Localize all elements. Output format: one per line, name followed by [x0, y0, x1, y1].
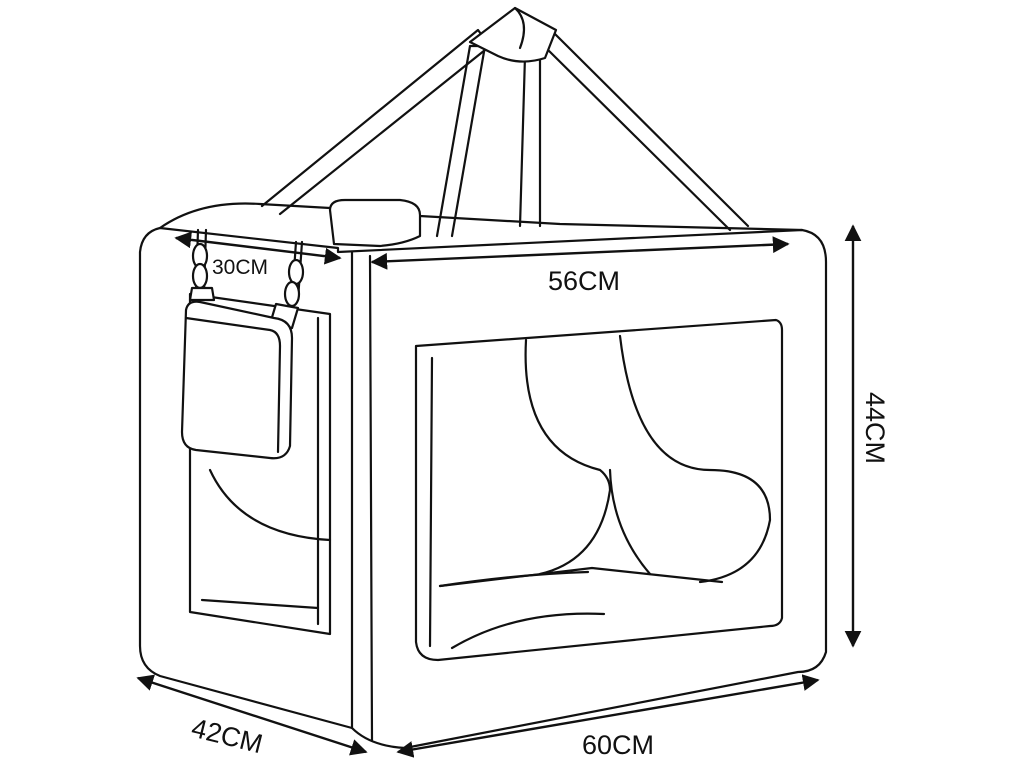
top-depth-arrow — [174, 231, 342, 265]
top-width-label: 56CM — [548, 266, 620, 296]
dimension-lines — [136, 224, 862, 758]
front-window — [414, 318, 784, 662]
top-depth-label: 30CM — [212, 256, 268, 279]
handles — [260, 6, 750, 238]
dimension-labels: 30CM 56CM 44CM 42CM 60CM — [189, 256, 890, 760]
carrier-body — [138, 198, 828, 750]
handle-grip — [468, 6, 558, 63]
top-flap — [328, 198, 422, 248]
bottom-depth-arrow — [136, 674, 368, 756]
bottom-width-arrow — [396, 674, 820, 758]
height-label: 44CM — [860, 392, 890, 464]
bottom-depth-label: 42CM — [189, 713, 266, 760]
pouch-bag — [180, 300, 294, 460]
bottom-width-label: 60CM — [582, 730, 654, 760]
top-width-arrow — [370, 236, 790, 270]
